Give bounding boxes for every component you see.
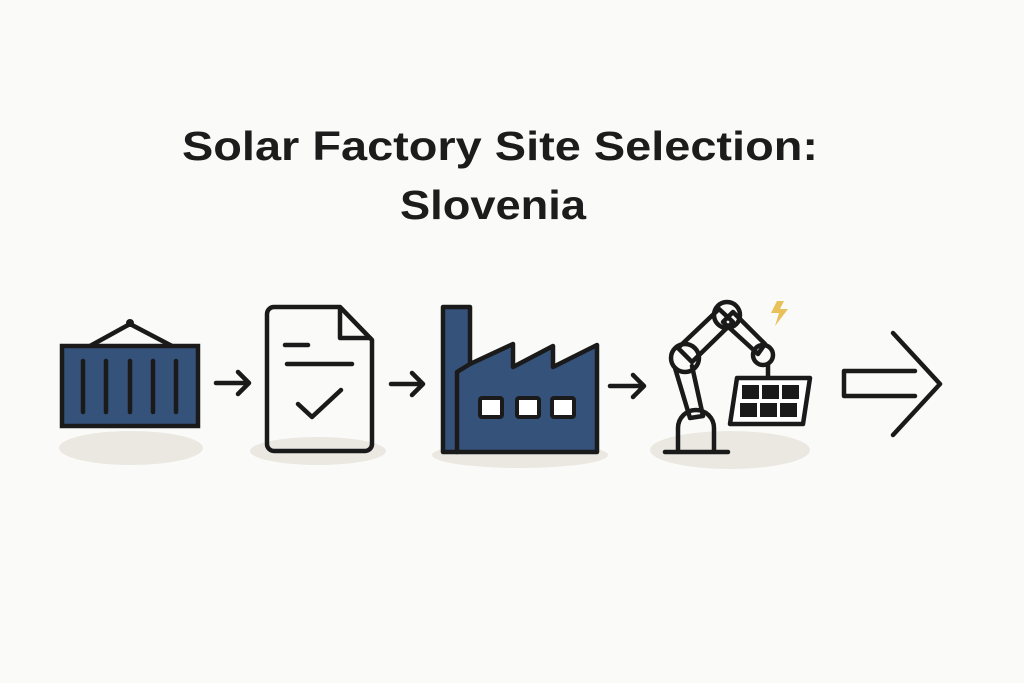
- arrow-right-icon: [213, 369, 252, 397]
- robot-arm-solar-panel-icon: [650, 299, 813, 469]
- arrow-right-icon: [607, 372, 647, 400]
- arrow-right-icon: [388, 370, 426, 398]
- title-line-1: Solar Factory Site Selection:: [182, 123, 818, 169]
- factory-icon: [432, 304, 608, 468]
- shipping-container-icon: [59, 319, 203, 465]
- title-line-2: Slovenia: [400, 182, 587, 228]
- approved-document-icon: [250, 304, 386, 465]
- lightning-bolt-icon: [771, 301, 788, 326]
- large-arrow-right-icon: [841, 330, 943, 438]
